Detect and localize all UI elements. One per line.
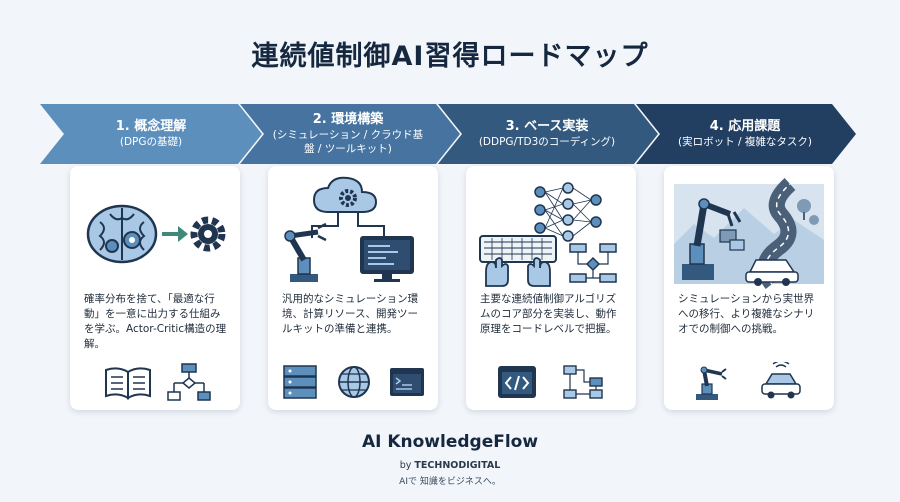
- step-description: 確率分布を捨て、「最適な行動」を一意に出力する仕組みを学ぶ。Actor-Crit…: [84, 293, 227, 350]
- step-title: 4. 応用課題: [709, 119, 781, 134]
- keyboard-hands-icon: [479, 235, 557, 287]
- server-icon: [283, 365, 317, 399]
- step2-illustration: [284, 176, 414, 282]
- gear-icon: [190, 216, 226, 252]
- step4-icons: [696, 362, 801, 400]
- autonomous-car-icon: [761, 362, 801, 399]
- step1-icons: [105, 363, 211, 401]
- arrow-step-1: [40, 104, 262, 164]
- globe-icon: [338, 366, 370, 398]
- brand-byline: by TECHNODIGITAL: [0, 460, 900, 471]
- arrow-label-3: 3. ベース実装 (DDPG/TD3のコーディング): [466, 104, 628, 164]
- step-card-3: 主要な連続値制御アルゴリズムのコア部分を実装し、動作原理をコードレベルで把握。: [466, 166, 636, 410]
- arrow-shapes: [40, 104, 856, 164]
- step-description: シミュレーションから実世界への移行、より複雑なシナリオでの制御への挑戦。: [678, 293, 815, 335]
- step-card-2: 汎用的なシミュレーション環境、計算リソース、開発ツールキットの準備と連携。: [268, 166, 438, 410]
- flowchart-icon: [167, 363, 211, 401]
- brand-tagline: AIで 知識をビジネスへ。: [399, 477, 501, 487]
- step-title: 1. 概念理解: [115, 119, 187, 134]
- step-title: 3. ベース実装: [505, 119, 589, 134]
- step-subtitle: (実ロボット / 複雑なタスク): [678, 136, 812, 148]
- step4-illustration: [674, 178, 824, 289]
- arrow-label-2: 2. 環境構築 (シミュレーション / クラウド基盤 / ツールキット): [268, 104, 428, 164]
- arrow-step-3: [438, 104, 658, 164]
- step-description: 汎用的なシミュレーション環境、計算リソース、開発ツールキットの準備と連携。: [282, 293, 419, 335]
- car-in-scene: [745, 259, 799, 286]
- open-book-icon: [105, 367, 151, 400]
- step-description: 主要な連続値制御アルゴリズムのコア部分を実装し、動作原理をコードレベルで把握。: [480, 293, 617, 335]
- brain-icon: [86, 204, 158, 264]
- company-name: TECHNODIGITAL: [414, 460, 501, 471]
- robot-arm-road-scene-icon: [674, 178, 824, 289]
- step-title: 2. 環境構築: [312, 112, 384, 127]
- step-subtitle: (シミュレーション / クラウド基盤 / ツールキット): [272, 129, 424, 155]
- brand-name: AI KnowledgeFlow: [361, 432, 539, 452]
- step-card-1: 確率分布を捨て、「最適な行動」を一意に出力する仕組みを学ぶ。Actor-Crit…: [70, 166, 240, 410]
- terminal-window-icon: [390, 368, 424, 396]
- arrow-label-4: 4. 応用課題 (実ロボット / 複雑なタスク): [664, 104, 826, 164]
- robot-arm-icon: [284, 222, 327, 282]
- byline-prefix: by: [399, 460, 415, 471]
- roadmap-arrows: 1. 概念理解 (DPGの基礎) 2. 環境構築 (シミュレーション / クラウ…: [0, 104, 900, 164]
- step2-icons: [283, 365, 424, 399]
- code-window-icon: [498, 366, 536, 398]
- robot-arm-icon: [696, 366, 727, 400]
- arrow-right-icon: [162, 226, 188, 242]
- step-card-4: シミュレーションから実世界への移行、より複雑なシナリオでの制御への挑戦。: [664, 166, 834, 410]
- page-title: 連続値制御AI習得ロードマップ: [251, 41, 649, 72]
- flowchart-icon: [569, 243, 617, 283]
- arrow-step-4: [636, 104, 856, 164]
- step3-illustration: [479, 182, 617, 287]
- neural-network-icon: [534, 182, 602, 242]
- monitor-icon: [360, 236, 414, 282]
- arrow-label-1: 1. 概念理解 (DPGの基礎): [66, 104, 236, 164]
- flowchart-icon: [563, 365, 603, 399]
- step-subtitle: (DDPG/TD3のコーディング): [478, 136, 616, 148]
- step3-icons: [498, 365, 603, 399]
- arrow-step-2: [240, 104, 460, 164]
- step1-illustration: [86, 204, 226, 264]
- step-subtitle: (DPGの基礎): [119, 136, 183, 148]
- cloud-gear-icon: [311, 176, 385, 238]
